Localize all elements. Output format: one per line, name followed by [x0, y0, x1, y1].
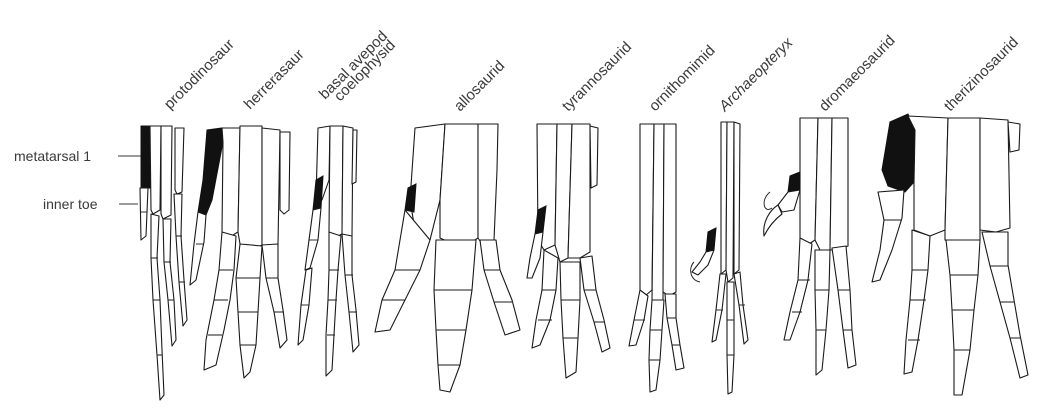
foot-tyrannosaurid — [527, 124, 610, 378]
taxon-label-archaeopteryx: Archaeopteryx — [715, 34, 796, 115]
taxon-label-protodinosaur: protodinosaur — [161, 36, 238, 113]
foot-allosaurid — [375, 124, 520, 392]
foot-coelophysid — [298, 126, 359, 376]
callout-metatarsal-1: metatarsal 1 — [14, 148, 91, 164]
foot-archaeopteryx — [691, 122, 748, 394]
taxon-label-herrerasaur: herrerasaur — [241, 46, 308, 113]
taxon-labels: protodinosaur herrerasaur basal avepod c… — [161, 28, 1022, 116]
foot-ornithomimid — [629, 124, 684, 392]
callout-inner-toe: inner toe — [43, 196, 98, 212]
taxon-label-therizinosaurid: therizinosaurid — [941, 34, 1022, 115]
foot-protodinosaur — [140, 126, 187, 400]
taxon-label-dromaeosaurid: dromaeosaurid — [816, 32, 899, 115]
foot-dromaeosaurid — [764, 118, 856, 375]
foot-herrerasaur — [190, 126, 290, 378]
taxon-label-allosaurid: allosaurid — [451, 57, 508, 114]
taxon-label-tyrannosaurid: tyrannosaurid — [559, 39, 635, 115]
callouts: metatarsal 1 inner toe — [14, 148, 141, 212]
taxon-label-ornithomimid: ornithomimid — [646, 42, 719, 115]
foot-therizinosaurid — [872, 114, 1028, 395]
